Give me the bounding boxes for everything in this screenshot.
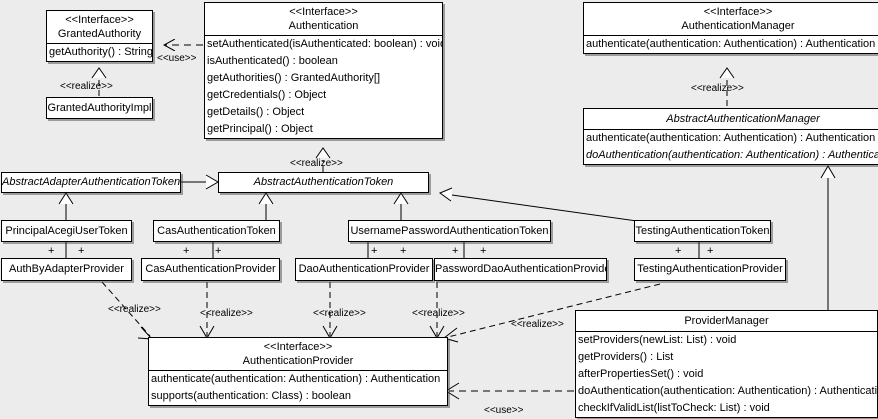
multiplicity-marker: +	[400, 245, 407, 257]
operation-row: setAuthenticated(isAuthenticated: boolea…	[207, 38, 443, 50]
link-providermanager-extends-abstractauthenticationmanager	[820, 165, 836, 310]
class-authentication[interactable]: <<Interface>> Authentication setAuthenti…	[204, 2, 443, 139]
class-abstract-adapter-authentication-token[interactable]: AbstractAdapterAuthenticationToken	[1, 172, 181, 193]
label-realize-abstractauthenticationmanager: <<realize>>	[691, 83, 744, 94]
class-testing-authentication-provider[interactable]: TestingAuthenticationProvider	[634, 258, 786, 281]
class-name: GrantedAuthority	[57, 28, 142, 40]
operations-compartment: authenticate(authentication: Authenticat…	[584, 35, 878, 53]
operation-row: authenticate(authentication: Authenticat…	[586, 132, 876, 144]
class-header: AbstractAuthenticationManager	[584, 109, 878, 129]
operation-row: doAuthentication(authentication: Authent…	[578, 385, 878, 397]
class-authentication-provider[interactable]: <<Interface>> AuthenticationProvider aut…	[148, 337, 448, 406]
class-name: AuthenticationProvider	[242, 355, 354, 367]
operation-row: isAuthenticated() : boolean	[207, 55, 338, 67]
operation-row: supports(authentication: Class) : boolea…	[151, 390, 351, 402]
operation-row: getAuthority() : String	[49, 46, 153, 58]
operations-compartment: authenticate(authentication: Authenticat…	[149, 370, 447, 405]
class-header: ProviderManager	[576, 311, 877, 331]
label-realize-casauthenticationprovider: <<realize>>	[200, 308, 253, 319]
class-name: ProviderManager	[684, 315, 769, 327]
operation-row: getDetails() : Object	[207, 106, 305, 118]
operation-row: afterPropertiesSet() : void	[578, 368, 704, 380]
class-name: AuthenticationManager	[681, 20, 795, 32]
class-cas-authentication-provider[interactable]: CasAuthenticationProvider	[141, 258, 280, 281]
operation-row: getCredentials() : Object	[207, 89, 327, 101]
class-provider-manager[interactable]: ProviderManager setProviders(newList: Li…	[575, 310, 878, 418]
class-dao-authentication-provider[interactable]: DaoAuthenticationProvider	[295, 258, 433, 281]
class-authentication-manager[interactable]: <<Interface>> AuthenticationManager auth…	[583, 2, 878, 54]
operations-compartment: setAuthenticated(isAuthenticated: boolea…	[205, 35, 442, 138]
operation-row: checkIfValidList(listToCheck: List) : vo…	[578, 402, 770, 414]
class-principal-acegi-user-token[interactable]: PrincipalAcegiUserToken	[1, 220, 132, 242]
link-token-provider-associations	[65, 241, 700, 258]
class-granted-authority[interactable]: <<Interface>> GrantedAuthority getAuthor…	[46, 10, 153, 62]
stereotype-label: <<Interface>>	[703, 6, 773, 18]
link-principalacegiusertoken-extends-abstractadaptertoken	[58, 192, 74, 220]
class-username-password-authentication-token[interactable]: UsernamePasswordAuthenticationToken	[348, 220, 551, 242]
class-password-dao-authentication-provider[interactable]: PasswordDaoAuthenticationProvider	[434, 258, 607, 281]
class-abstract-authentication-manager[interactable]: AbstractAuthenticationManager authentica…	[583, 108, 878, 165]
class-abstract-authentication-token[interactable]: AbstractAuthenticationToken	[218, 172, 429, 193]
operations-compartment: getAuthority() : String	[47, 43, 152, 61]
stereotype-label: <<Interface>>	[65, 14, 134, 26]
multiplicity-marker: +	[452, 245, 459, 257]
label-use-providermanager: <<use>>	[484, 405, 524, 416]
multiplicity-marker: +	[675, 245, 682, 257]
multiplicity-marker: +	[480, 245, 487, 257]
stereotype-label: <<Interface>>	[289, 6, 358, 18]
operation-row: authenticate(authentication: Authenticat…	[151, 373, 441, 385]
label-realize-grantedauthorityimpl: <<realize>>	[60, 81, 113, 92]
label-realize-daoauthenticationprovider: <<realize>>	[313, 308, 366, 319]
multiplicity-marker: +	[215, 245, 222, 257]
multiplicity-marker: +	[183, 245, 190, 257]
class-header: <<Interface>> Authentication	[205, 3, 442, 35]
class-header: <<Interface>> AuthenticationProvider	[149, 338, 447, 370]
class-header: <<Interface>> AuthenticationManager	[584, 3, 878, 35]
link-casauthenticationtoken-extends-abstracttoken	[258, 192, 274, 220]
operation-row: getPrincipal() : Object	[207, 123, 313, 135]
class-auth-by-adapter-provider[interactable]: AuthByAdapterProvider	[1, 258, 132, 281]
label-realize-abstractauthenticationtoken: <<realize>>	[290, 158, 343, 169]
multiplicity-marker: +	[707, 245, 714, 257]
operation-row: getProviders() : List	[578, 351, 674, 363]
multiplicity-marker: +	[48, 245, 55, 257]
label-realize-authbyadapterprovider: <<realize>>	[108, 304, 161, 315]
link-abstractadaptertoken-extends-abstracttoken	[181, 174, 219, 190]
class-name: AbstractAuthenticationManager	[666, 113, 820, 125]
operation-row: authenticate(authentication: Authenticat…	[586, 38, 876, 50]
link-providermanager-uses-authenticationprovider	[445, 382, 574, 400]
link-usernamepasswordtoken-extends-abstracttoken	[393, 192, 409, 220]
multiplicity-marker: +	[78, 245, 85, 257]
operations-compartment: authenticate(authentication: Authenticat…	[584, 129, 878, 164]
operation-row: doAuthentication(authentication: Authent…	[586, 149, 878, 161]
class-header: <<Interface>> GrantedAuthority	[47, 11, 152, 43]
class-testing-authentication-token[interactable]: TestingAuthenticationToken	[634, 220, 771, 242]
label-realize-passworddaoprovider: <<realize>>	[412, 308, 465, 319]
class-cas-authentication-token[interactable]: CasAuthenticationToken	[153, 220, 280, 242]
class-granted-authority-impl[interactable]: GrantedAuthorityImpl	[46, 97, 153, 119]
operations-compartment: setProviders(newList: List) : void getPr…	[576, 331, 877, 417]
class-name: Authentication	[288, 20, 359, 32]
label-realize-testingauthenticationprovider: <<realize>>	[511, 319, 564, 330]
operation-row: getAuthorities() : GrantedAuthority[]	[207, 72, 381, 84]
label-use-authentication-grantedauthority: <<use>>	[157, 53, 197, 64]
link-testingauthenticationtoken-extends-abstracttoken	[438, 187, 638, 222]
operation-row: setProviders(newList: List) : void	[578, 334, 737, 346]
stereotype-label: <<Interface>>	[263, 341, 333, 353]
multiplicity-marker: +	[371, 245, 378, 257]
